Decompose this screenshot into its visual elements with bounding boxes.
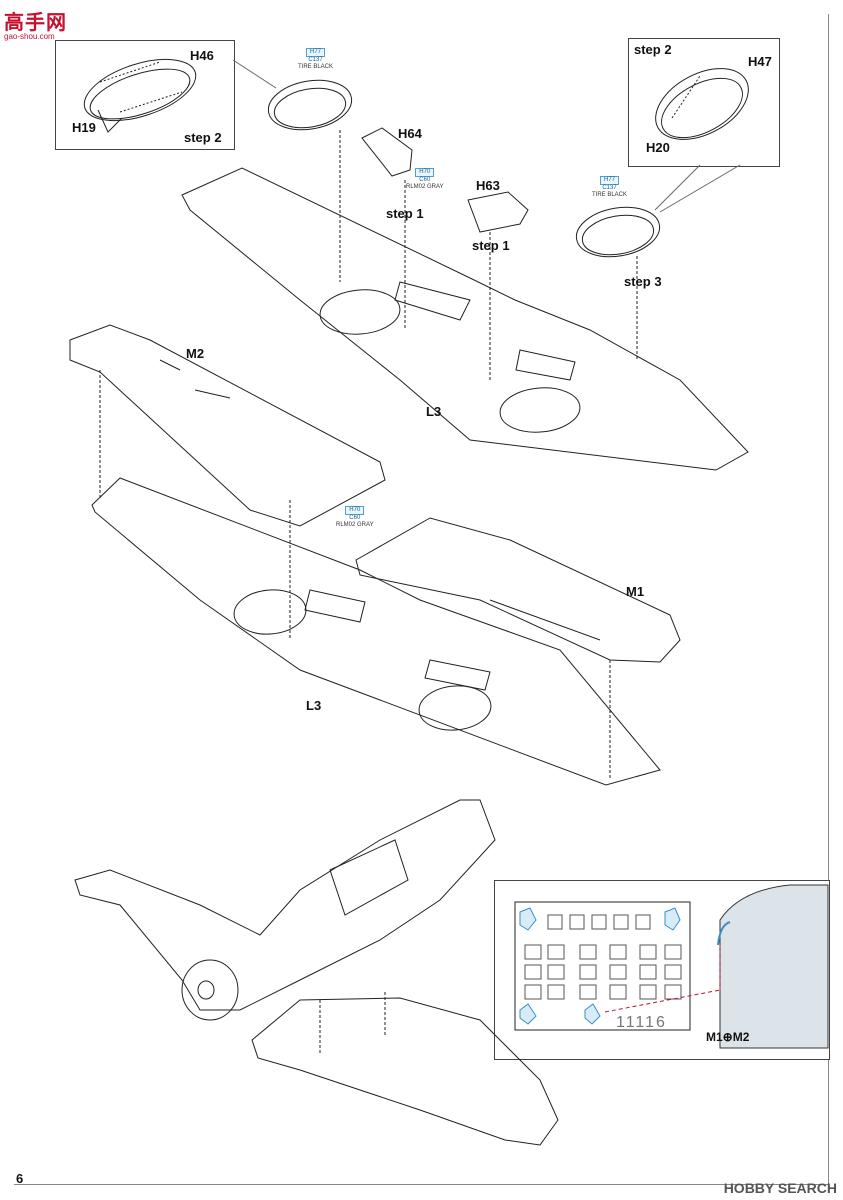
step-label-wheel-right: step 3	[624, 274, 662, 289]
step-label-h64: step 1	[386, 206, 424, 221]
color-code: H70	[345, 506, 365, 515]
color-number: C137	[308, 57, 323, 63]
color-number: C60	[419, 177, 431, 183]
wing-part-m1	[355, 517, 681, 663]
part-label-l3-bottom: L3	[306, 698, 322, 713]
page-frame	[14, 14, 829, 1185]
site-logo: 高手网 gao-shou.com	[4, 6, 67, 41]
color-name: RLM02 GRAY	[406, 184, 444, 190]
inset-right-wheel-well	[628, 38, 780, 167]
inset-left-wheel-well	[55, 40, 235, 150]
color-callout-tire-black-1: H77 C137 TIRE BLACK	[298, 48, 333, 71]
part-label-m1: M1	[626, 584, 645, 599]
wheel-well-ring-right-inset	[655, 68, 749, 140]
color-name: TIRE BLACK	[592, 192, 628, 198]
color-code: H77	[600, 176, 620, 185]
part-label-h19: H19	[72, 120, 96, 135]
color-callout-rlm02-1: H70 C60 RLM02 GRAY	[406, 168, 444, 191]
lower-wing-l3	[91, 477, 661, 786]
step-label-inset-right: step 2	[634, 42, 672, 57]
part-label-h47: H47	[748, 54, 772, 69]
fuselage-assembly	[74, 799, 559, 1146]
mask-sheet	[514, 884, 829, 1049]
part-label-m2: M2	[186, 346, 205, 361]
color-callout-rlm02-2: H70 C60 RLM02 GRAY	[336, 506, 374, 529]
color-name: TIRE BLACK	[298, 64, 334, 70]
wheel-well-ring-left-inset	[83, 58, 197, 133]
page-number: 6	[16, 1171, 24, 1186]
color-number: C60	[349, 515, 361, 521]
wing-part-m2	[69, 324, 386, 527]
color-callout-tire-black-2: H77 C137 TIRE BLACK	[592, 176, 627, 199]
upper-wing-l3	[181, 167, 749, 471]
part-label-h63: H63	[476, 178, 500, 193]
part-label-h64: H64	[398, 126, 422, 141]
part-label-h20: H20	[646, 140, 670, 155]
color-number: C137	[602, 185, 617, 191]
step-label-h63: step 1	[472, 238, 510, 253]
logo-url: gao-shou.com	[4, 32, 55, 41]
mask-sheet-number: 11116	[616, 1014, 667, 1031]
step-label-inset-left: step 2	[184, 130, 222, 145]
part-label-l3-top: L3	[426, 404, 442, 419]
hobby-search-watermark: HOBBY SEARCH	[723, 1180, 837, 1196]
color-code: H77	[306, 48, 326, 57]
logo-brand: 高手网	[4, 12, 67, 34]
color-code: H70	[415, 168, 435, 177]
part-label-h46: H46	[190, 48, 214, 63]
color-name: RLM02 GRAY	[336, 522, 374, 528]
mask-join-label: M1⊕M2	[706, 1030, 750, 1044]
